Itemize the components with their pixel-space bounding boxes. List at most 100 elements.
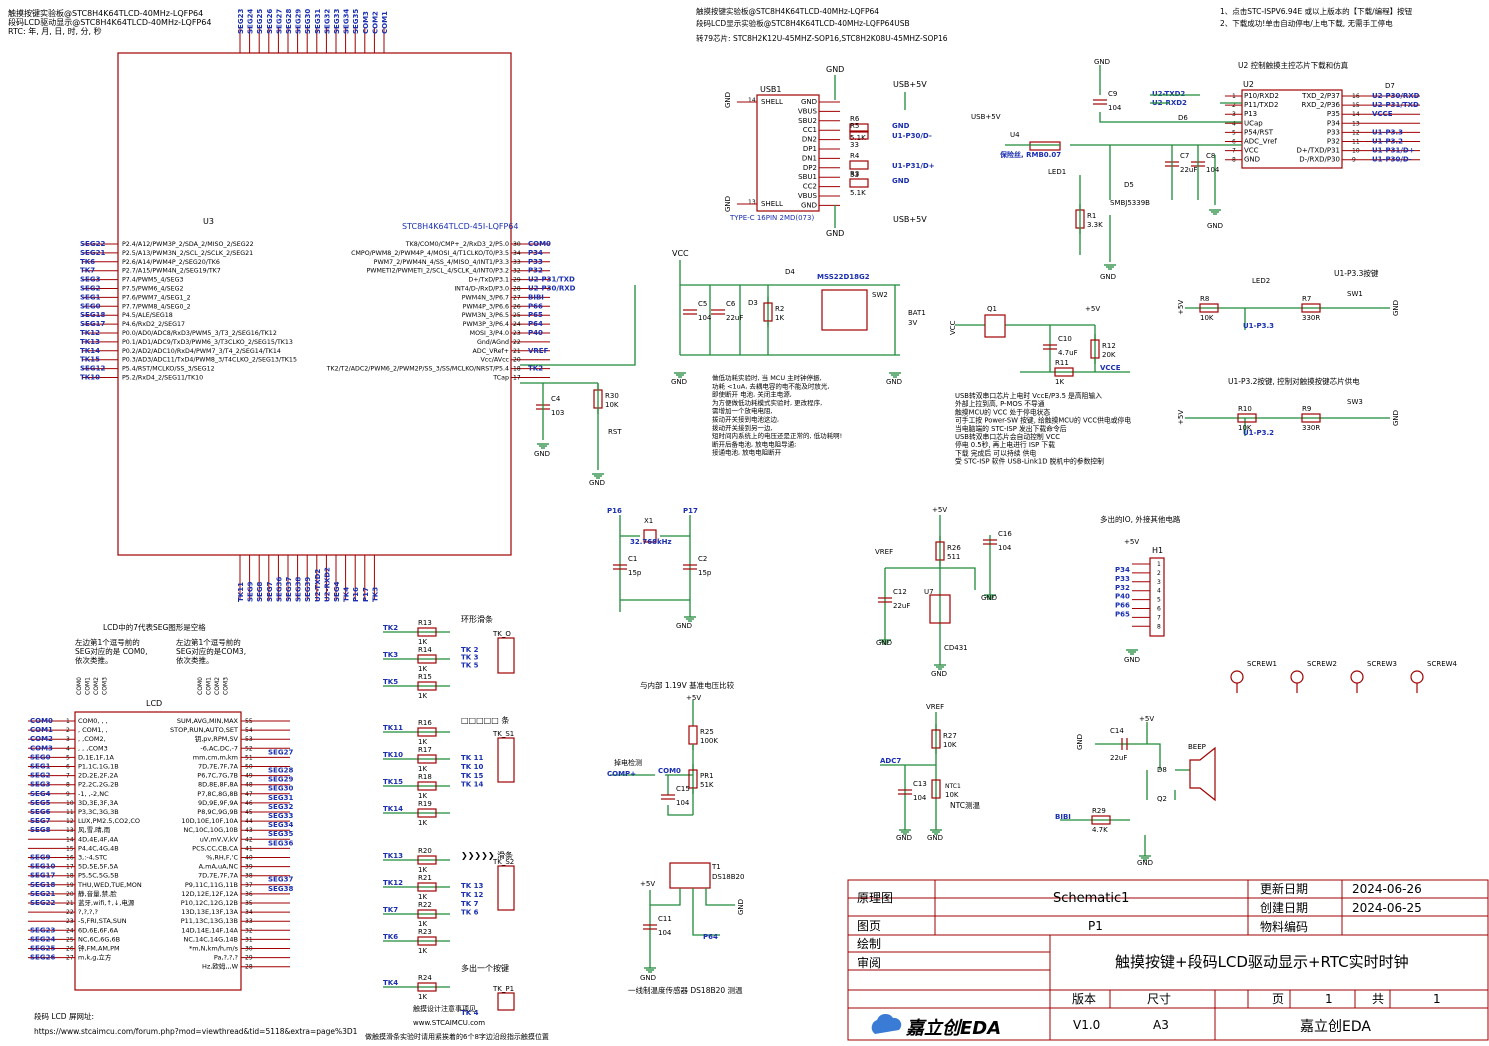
vs-q1-body [984, 314, 1006, 338]
lcd-left-pin-4: D,1E,1F,1A [78, 753, 114, 761]
tb-v-size: A3 [1153, 1018, 1169, 1032]
mcu-left-pinname-3: P2.7/A15/PWM4N_2/SEG19/TK7 [122, 268, 221, 275]
lcd-left-net-17: SEG17 [30, 872, 55, 880]
mcu-top-net-11: SEG34 [343, 9, 351, 34]
lcd-right-pin-7: 8D,8E,8F,8A [198, 781, 239, 789]
mcu-left-pinname-9: P4.6/RxD2_2/SEG17 [122, 321, 185, 328]
mcu-left-net-6: SEG1 [80, 293, 101, 301]
u2-left-5: ADC_Vref [1244, 138, 1277, 146]
h1-ref: H1 [1152, 546, 1163, 555]
t3-net-0: TK13 [383, 852, 403, 860]
note-right-1: 1、点击STC-ISPV6.94E 或以上版本的【下载/编程】按钮 [1220, 6, 1413, 16]
usb-5v-bottom: USB+5V [893, 215, 927, 224]
mcu-left-pinname-12: P0.2/AD2/ADC10/RxD4/PWM7_3/T4_2/SEG14/TK… [122, 348, 281, 355]
mcu-top-net-10: SEG33 [333, 9, 341, 34]
xtal-p16: P16 [607, 507, 622, 515]
pw-r2-ref: R2 [775, 305, 784, 313]
mcu-left-net-10: TK12 [80, 329, 100, 337]
mcu-right-net-6: BIBI [528, 293, 544, 301]
screw-label-0: SCREW1 [1247, 660, 1277, 668]
t3-net-1: TK12 [383, 879, 403, 887]
u2-c8-ref: C8 [1206, 152, 1215, 160]
u2-right-net-2: VCCE [1372, 110, 1393, 118]
u2-left-1: P11/TXD2 [1244, 101, 1278, 109]
mcu-bottom-net-14: TK3 [371, 587, 379, 602]
vref-parts: +5VR26511C16104VREFC1222uFU7CD431GNDGNDG… [875, 506, 1012, 678]
mcu-right-pinname-4: D+/TxD/P3.1 [468, 277, 509, 284]
pw-bat1: BAT1 [908, 309, 926, 317]
screw-icon-3 [1410, 670, 1424, 684]
lcd-left-net-5: SEG1 [30, 763, 51, 771]
t1-conn-ref: TK_O [492, 630, 511, 638]
lcd-comlabel-r-2: COM2 [214, 677, 221, 695]
comp-com0: COM0 [658, 767, 681, 775]
vref-c16-value: 104 [998, 544, 1012, 552]
lcd-right-net-13: SEG36 [268, 839, 293, 847]
xtal-c1-ref: C1 [628, 555, 637, 563]
mcu-right-pinnum-10: 23 [513, 330, 521, 337]
lcd-left-net-10: SEG6 [30, 808, 51, 816]
mcu-left-pinname-13: P0.3/AD3/ADC11/TxD4/PWM8_3/T4CLKO_2/SEG1… [122, 357, 297, 364]
comp-pr1-value: 51K [700, 781, 714, 789]
mcu-top-net-9: SEG32 [323, 9, 331, 34]
usb-net-1: U1-P30/D- [892, 132, 932, 140]
lcd-right-pin-12: NC,10C,10G,10B [184, 826, 238, 834]
u2-wires [1005, 65, 1242, 262]
screw-label-2: SCREW3 [1367, 660, 1397, 668]
mcu-top-net-13: COM3 [362, 11, 370, 34]
mcu-left-pinname-0: P2.4/A12/PWM3P_2/SDA_2/MISO_2/SEG22 [122, 241, 254, 248]
key-r7-value: 330R [1302, 314, 1320, 322]
usb-r-0-ref: R6 [850, 115, 860, 123]
lcd-right-pin-10: P8,9C,9G,9B [197, 808, 238, 816]
screw-label-3: SCREW4 [1427, 660, 1458, 668]
u2-right-net-5: U1-P3.2 [1372, 138, 1403, 146]
lcd-right-pin-6: P6,7C,7G,7B [197, 772, 238, 780]
u2-ref: U2 [1243, 80, 1254, 89]
h1-pin-num-2: 3 [1157, 579, 1161, 586]
key-net-p32: U1-P3.2 [1243, 429, 1274, 437]
t3-r-1-body [417, 882, 437, 892]
usb-5v-top: USB+5V [893, 80, 927, 89]
xtal-c1-value: 15p [628, 569, 642, 577]
key-p33-title: U1-P3.3按键 [1334, 268, 1379, 278]
pw-rst: RST [608, 428, 622, 436]
mcu-right-net-5: U2-P30/RXD [528, 285, 576, 293]
vs-c10-value: 4.7uF [1058, 349, 1078, 357]
t2-conn-body [497, 737, 515, 783]
beep-d8: D8 [1157, 766, 1167, 774]
u2-right-2: P35 [1327, 110, 1340, 118]
comp-c15-value: 104 [676, 799, 690, 807]
h1-gnd: GND [1124, 656, 1140, 664]
tb-lines [848, 880, 1488, 1040]
u2-c8-value: 104 [1206, 166, 1220, 174]
tb-k-schematic: 原理图 [857, 891, 893, 905]
h1-pin-num-7: 8 [1157, 623, 1161, 630]
t2-net-1: TK10 [383, 751, 403, 759]
pw-r30-value: 10K [605, 401, 619, 409]
tb-k-version: 版本 [1072, 992, 1096, 1006]
lcd-right-pin-15: %,RH,F,'C [206, 854, 238, 862]
mcu-top-net-7: SEG30 [304, 9, 312, 34]
power-note-0: 做低功耗实验时, 当 MCU 主时钟停振, [712, 373, 822, 382]
pw-gnd3: GND [534, 450, 550, 458]
mcu-right-net-2: P33 [528, 258, 543, 266]
lcd-left-net-4: SEG0 [30, 753, 51, 761]
lcd-left-net-9: SEG5 [30, 799, 51, 807]
vs-r11-ref: R11 [1055, 359, 1069, 367]
u2-left-7: GND [1244, 156, 1260, 164]
t2-net-3: TK14 [383, 805, 403, 813]
u2-d7: D7 [1385, 82, 1395, 90]
mcu-left-pinname-1: P2.5/A13/PWM3N_2/SCL_2/SCLK_2/SEG21 [122, 250, 253, 257]
power-note-2: 即使断开 电池, 关闭主电源, [712, 390, 792, 399]
key-sw1: SW1 [1347, 290, 1363, 298]
usb-r-2-value: 33 [850, 171, 859, 179]
power-section: VCC C5104C622uFD3R21KD4MSS22D18G2SW2BAT1… [520, 249, 926, 487]
t3-r-1-ref: R21 [418, 874, 432, 882]
lcd-right-pin-3: -6,AC,DC,-7 [200, 744, 238, 752]
